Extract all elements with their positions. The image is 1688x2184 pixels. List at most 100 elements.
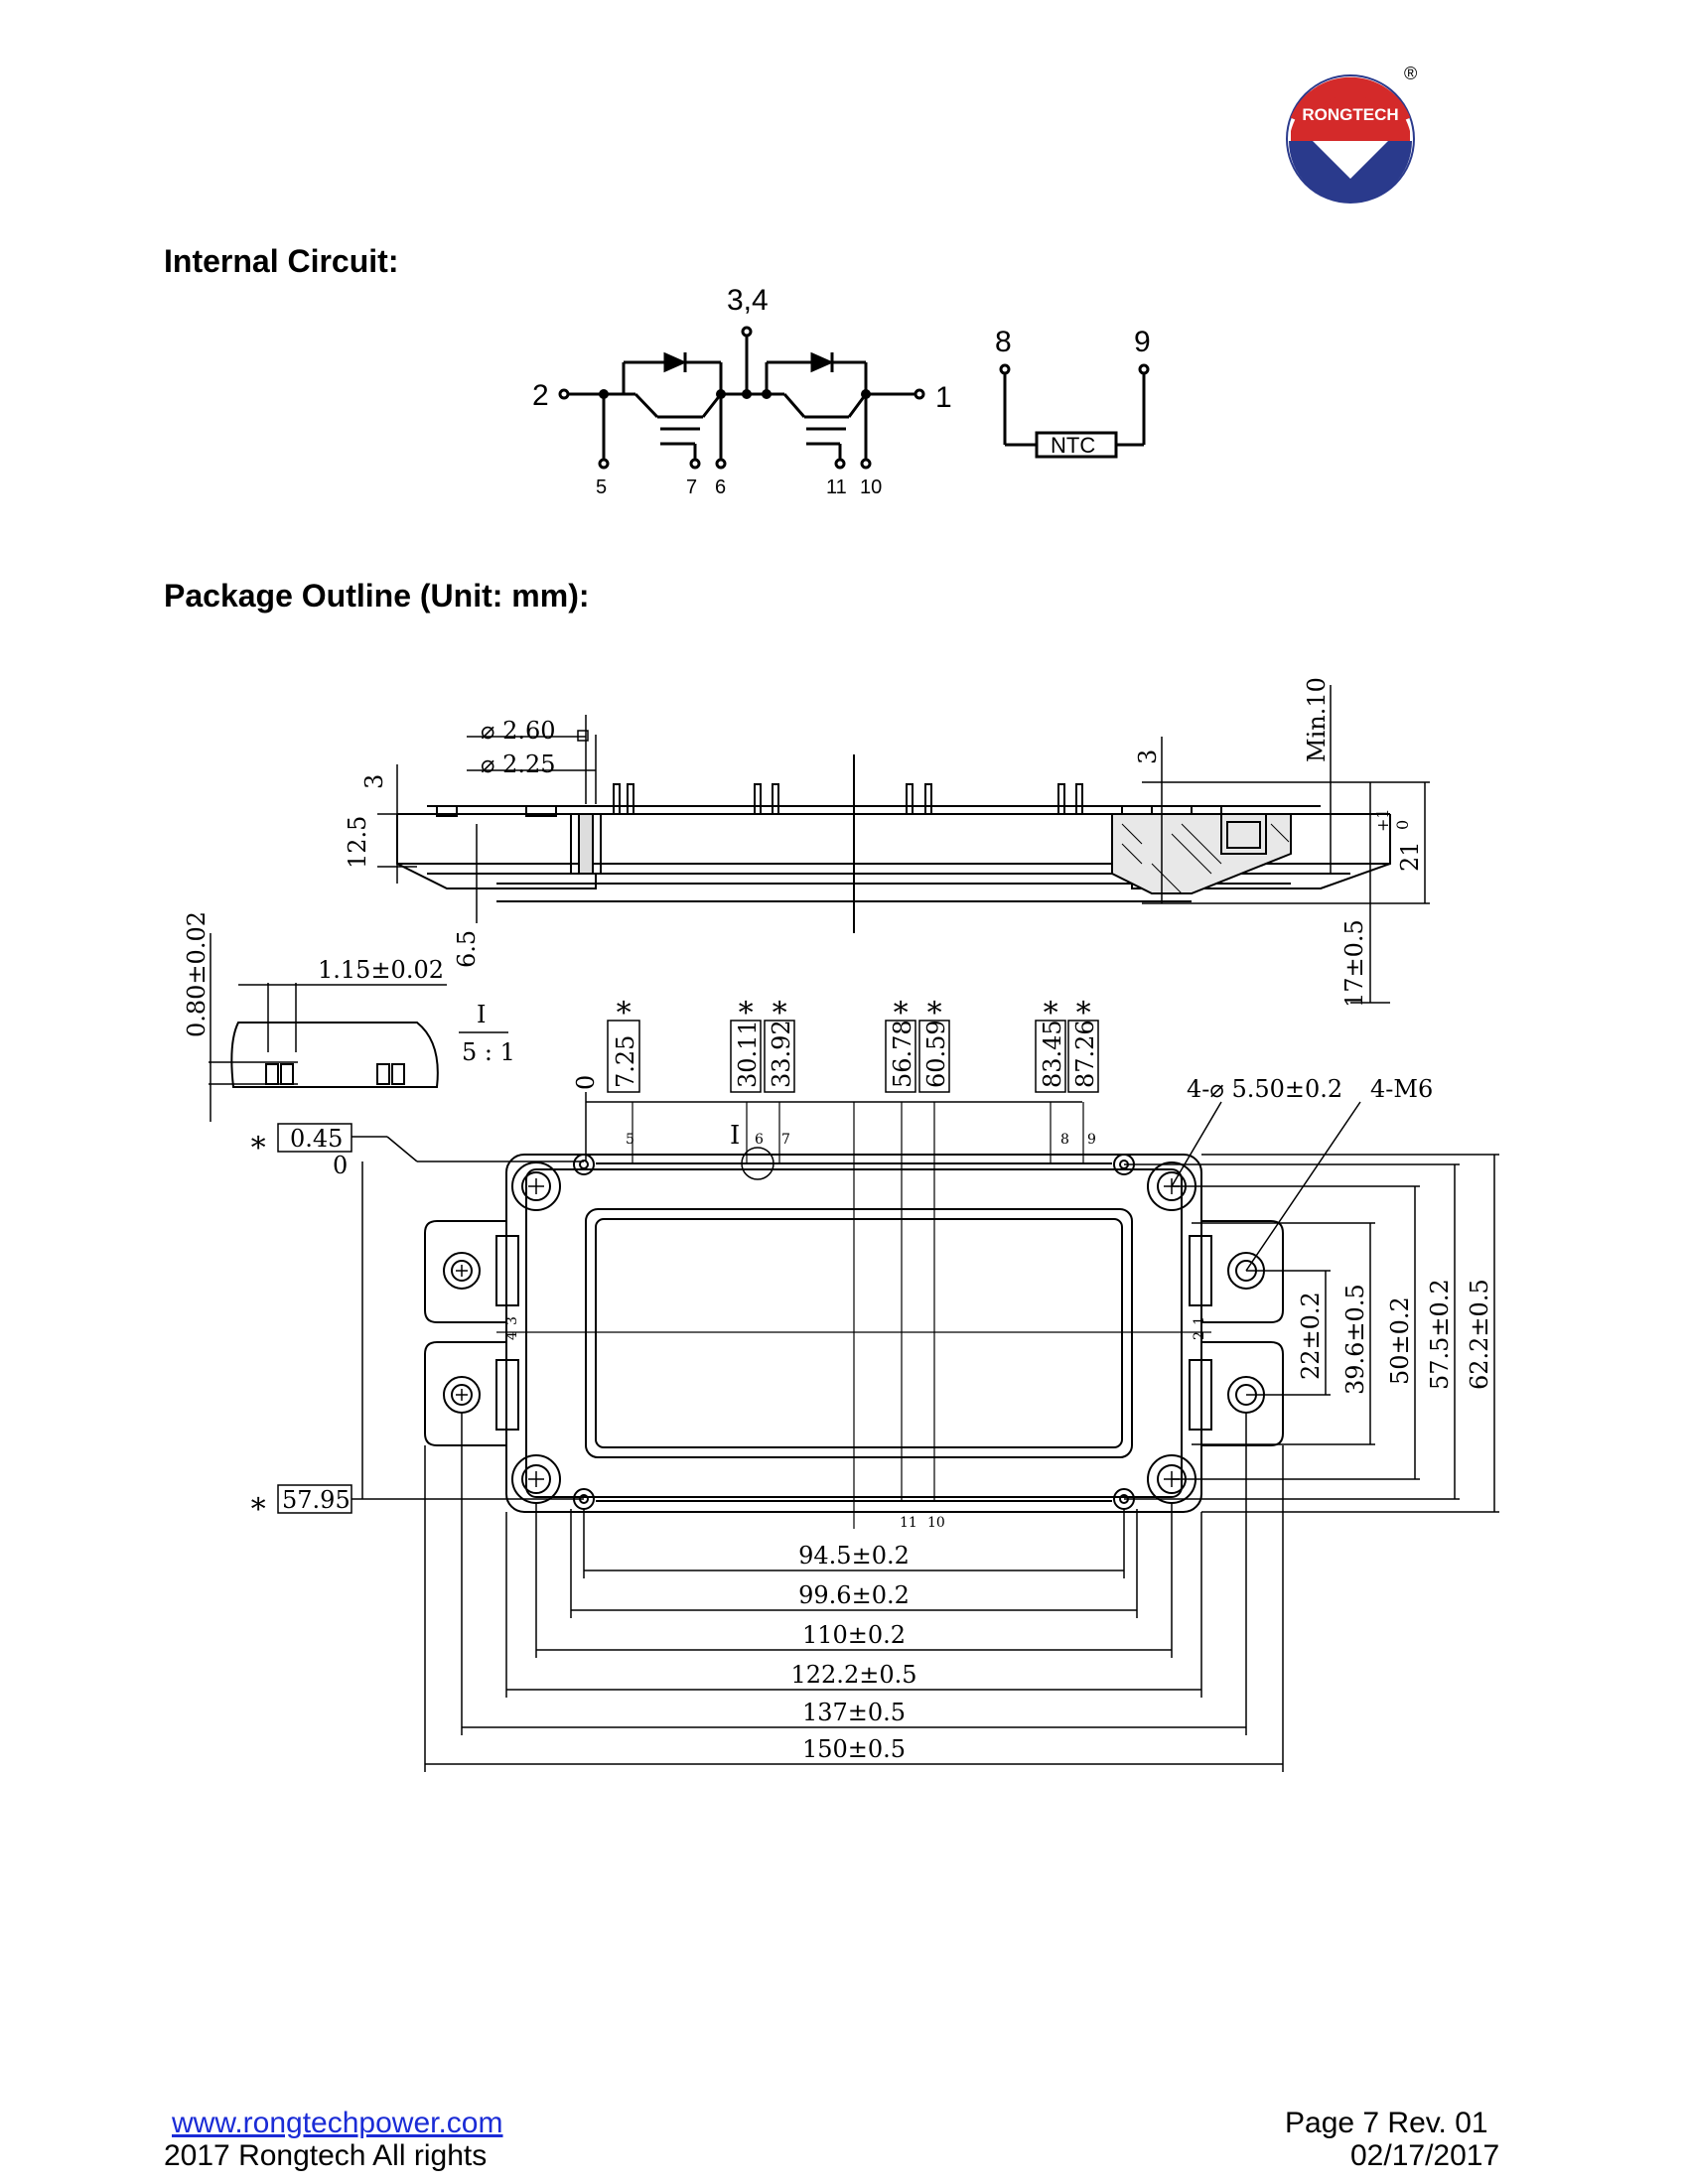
registered-mark: ® [1404,64,1418,83]
left-dims [277,1123,584,1514]
copyright-text: 2017 Rongtech All rights [164,2139,488,2172]
dim-122-2: 122.2±0.5 [791,1661,917,1689]
pin-position-text: 0 7.25 30.11 33.92 56.78 60.59 83.45 87.… [572,990,1099,1090]
dim-57-5: 57.5±0.2 [1426,1279,1454,1390]
term-7: 7 [686,477,697,498]
pin-pos-7: 87.26 [1071,1020,1099,1088]
terminal-label-1: 1 [1192,1316,1207,1325]
term-9: 9 [1134,326,1151,358]
dim-22: 22±0.2 [1297,1292,1325,1380]
package-outline-heading: Package Outline (Unit: mm): [164,578,590,614]
pin-label-6: 6 [755,1132,764,1148]
term-2: 2 [532,379,549,412]
left-star-1: ∗ [248,1125,268,1160]
pin-pos-5: 60.59 [922,1020,950,1088]
dim-17: 17±0.5 [1340,919,1368,1008]
pin-pos-4: 56.78 [889,1020,916,1088]
dim-dia-225: ⌀ 2.25 [481,751,556,778]
side-dim-text: ⌀ 2.60 ⌀ 2.25 3 12.5 6.5 3 Min.10 21 +1 … [344,677,1424,1008]
internal-circuit-heading: Internal Circuit: [164,243,399,279]
dim-99-6: 99.6±0.2 [798,1581,910,1609]
term-5: 5 [596,477,607,498]
top-view [424,1102,1284,1529]
pin-label-5: 5 [626,1132,634,1148]
detail-scale: 5 : 1 [462,1038,515,1066]
hole-callout-text: 4-⌀ 5.50±0.2 4-M6 [1187,1075,1433,1103]
dim-12-5: 12.5 [344,816,371,869]
pin-label-10: 10 [927,1515,945,1531]
detail-marker-i: I [730,1121,740,1151]
vertical-dim-text: 22±0.2 39.6±0.5 50±0.2 57.5±0.2 62.2±0.5 [1297,1279,1493,1395]
left-dim-text: 0.45 0 57.95 ∗ ∗ [248,1125,351,1521]
circuit-lines [558,326,1150,470]
dim-50: 50±0.2 [1386,1297,1414,1385]
term-8: 8 [995,326,1012,358]
terminal-label-4: 4 [504,1331,520,1340]
star-7: ∗ [1073,990,1093,1024]
circuit-junctions [599,389,871,399]
side-dims [377,685,1430,1004]
top-view-labels: 5 6 7 8 9 11 10 I 3 4 1 2 [504,1121,1207,1531]
detail-view [209,933,508,1122]
term-6: 6 [715,477,726,498]
side-view-hatch [1121,823,1290,894]
term-10: 10 [860,477,882,498]
dim-045: 0.45 [290,1125,343,1153]
left-star-2: ∗ [248,1486,268,1521]
term-1: 1 [935,381,952,414]
pin-pos-1: 7.25 [612,1035,639,1088]
star-6: ∗ [1041,990,1060,1024]
pin-label-7: 7 [781,1132,790,1148]
star-1: ∗ [614,990,633,1024]
company-logo: RONGTECH ® [1281,64,1420,208]
star-4: ∗ [891,990,911,1024]
hole-callouts [1171,1101,1361,1272]
detail-text: 0.80±0.02 1.15±0.02 I 5 : 1 [183,911,515,1066]
vertical-dims [1124,1154,1499,1513]
side-view [396,754,1391,933]
dim-left-zero: 0 [333,1152,348,1179]
dim-39-6: 39.6±0.5 [1341,1284,1369,1395]
dim-21-zero: 0 [1393,820,1412,830]
pin-label-8: 8 [1060,1132,1069,1148]
dim-080: 0.80±0.02 [183,911,211,1037]
dim-62-2: 62.2±0.5 [1466,1279,1493,1390]
top-view-crosses [456,1178,1180,1487]
dim-m6: 4-M6 [1370,1075,1433,1103]
page-rev-text: Page 7 Rev. 01 [1285,2107,1488,2139]
dim-150: 150±0.5 [802,1735,906,1763]
pin-pos-2: 30.11 [734,1020,762,1088]
circuit-terminal-labels: 3,4 2 1 5 7 6 11 10 8 9 NTC [532,284,1151,498]
logo-emblem-icon [1286,74,1415,204]
dim-137: 137±0.5 [802,1699,906,1726]
horizontal-dims [424,1413,1284,1772]
pin-label-11: 11 [900,1515,917,1531]
dim-3-left: 3 [360,774,388,789]
detail-label-i: I [477,1001,486,1028]
pin-pos-3: 33.92 [768,1020,795,1088]
dim-21-plus: +1 [1373,808,1392,832]
dim-hole-dia: 4-⌀ 5.50±0.2 [1187,1075,1342,1103]
terminal-label-3: 3 [504,1316,520,1325]
horizontal-dim-text: 94.5±0.2 99.6±0.2 110±0.2 122.2±0.5 137±… [791,1542,917,1763]
term-34: 3,4 [727,284,769,317]
star-3: ∗ [770,990,789,1024]
terminal-label-2: 2 [1192,1331,1207,1340]
pin-pos-6: 83.45 [1039,1020,1066,1088]
star-2: ∗ [736,990,756,1024]
dim-94-5: 94.5±0.2 [798,1542,910,1570]
dim-dia-260: ⌀ 2.60 [481,717,556,745]
dim-115: 1.15±0.02 [318,956,444,984]
website-link[interactable]: www.rongtechpower.com [172,2107,503,2139]
pin-label-9: 9 [1087,1132,1096,1148]
ntc-label: NTC [1051,433,1095,458]
dim-3-right: 3 [1134,750,1162,764]
pin-position-boxes [585,1020,1099,1161]
date-text: 02/17/2017 [1350,2139,1500,2172]
dim-5795: 57.95 [282,1486,351,1514]
logo-brand-text: RONGTECH [1302,105,1399,124]
dim-21: 21 [1396,841,1424,872]
star-5: ∗ [924,990,944,1024]
